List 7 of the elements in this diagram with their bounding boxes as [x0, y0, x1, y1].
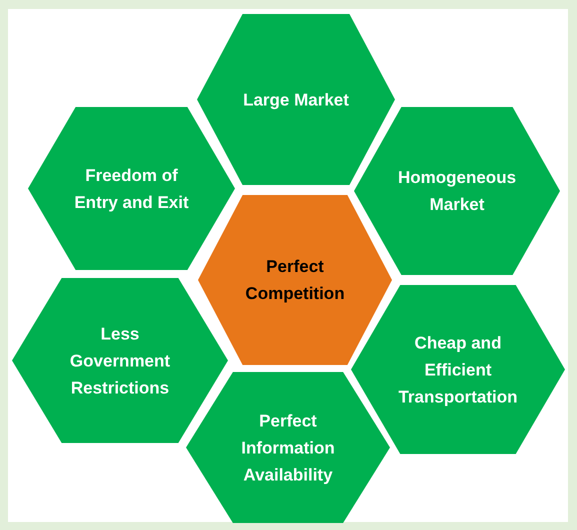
hexagon-label: Perfect Information Availability	[240, 410, 336, 486]
hexagon-label: Cheap and Efficient Transportation	[397, 332, 518, 408]
hexagon-label: Freedom of Entry and Exit	[73, 164, 190, 214]
hexagon-label: Perfect Competition	[244, 256, 346, 305]
hexagon-label: Large Market	[242, 89, 350, 112]
hexagon-label: Less Government Restrictions	[68, 323, 172, 399]
hexagon-label: Homogeneous Market	[396, 167, 518, 216]
